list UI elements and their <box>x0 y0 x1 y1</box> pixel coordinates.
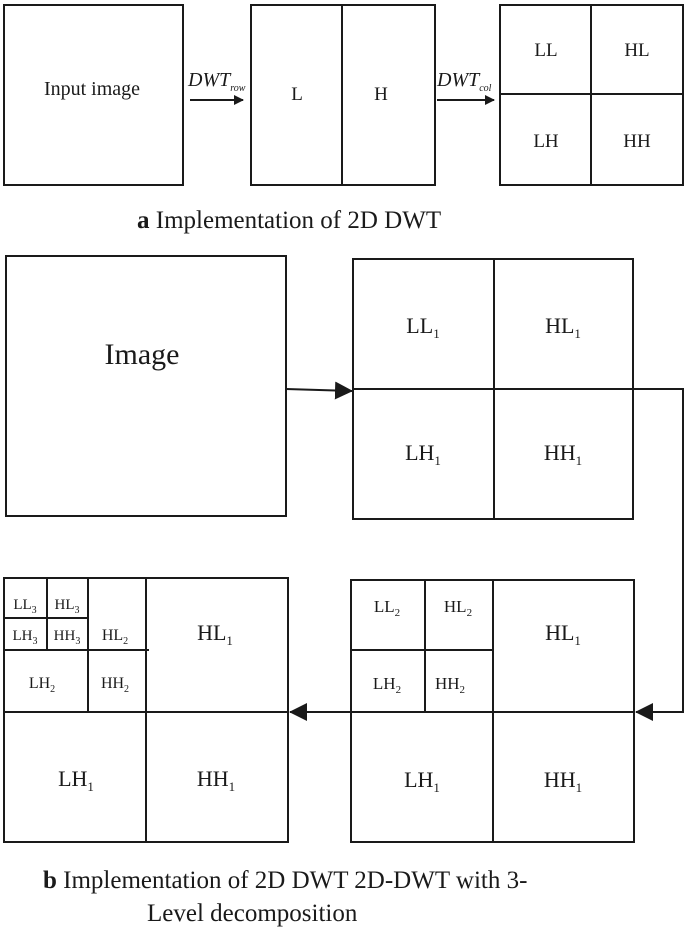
level2-HH1: HH1 <box>544 767 582 795</box>
level1-LH1: LH1 <box>405 440 441 468</box>
input-image-label: Input image <box>44 78 140 100</box>
level2-HL1: HL1 <box>545 620 581 648</box>
caption-a-letter: a <box>137 207 150 234</box>
level3-LL3: LL3 <box>13 597 36 616</box>
level2-HL2: HL2 <box>444 597 472 619</box>
level3-HL1: HL1 <box>197 620 233 648</box>
level1-HH1: HH1 <box>544 440 582 468</box>
level3-HH1: HH1 <box>197 766 235 794</box>
level3-LH1: LH1 <box>58 766 94 794</box>
image-label: Image <box>105 338 180 371</box>
caption-a-text: Implementation of 2D DWT <box>149 207 442 234</box>
caption-b-text-line2: Level decomposition <box>147 900 358 927</box>
level3-HL3: HL3 <box>55 597 80 616</box>
quad-block-HH: HH <box>623 131 651 152</box>
row-block-L: L <box>291 84 303 105</box>
quad-block-HL: HL <box>624 40 649 61</box>
caption-b-line1: b Implementation of 2D DWT 2D-DWT with 3… <box>43 868 527 893</box>
caption-b-text-line1: Implementation of 2D DWT 2D-DWT with 3- <box>56 867 528 894</box>
level3-HH3: HH3 <box>54 628 81 647</box>
level2-HH2: HH2 <box>435 674 465 696</box>
input-image-box <box>3 4 184 186</box>
arrow-level1-to-level2 <box>633 388 684 721</box>
caption-b-line2: Level decomposition <box>147 901 357 926</box>
caption-a: a Implementation of 2D DWT <box>137 208 441 233</box>
quad-block-LL: LL <box>534 40 557 61</box>
level2-LH2: LH2 <box>373 674 401 696</box>
quad-block-LH: LH <box>533 131 559 152</box>
arrow-image-to-level1 <box>285 381 353 400</box>
level3-HL2: HL2 <box>102 627 128 647</box>
level3-HH2: HH2 <box>101 675 129 695</box>
level2-LL2: LL2 <box>374 597 400 619</box>
level3-LH2: LH2 <box>29 675 55 695</box>
caption-b-letter: b <box>43 867 57 894</box>
level3-LH3: LH3 <box>13 628 38 647</box>
row-block-H: H <box>374 84 388 105</box>
arrow1-label: DWTrow <box>187 69 246 94</box>
level2-LH1: LH1 <box>404 767 440 795</box>
image-box <box>5 255 287 517</box>
arrow2-label: DWTcol <box>436 69 492 94</box>
level1-LL1: LL1 <box>406 313 439 341</box>
level1-HL1: HL1 <box>545 313 581 341</box>
